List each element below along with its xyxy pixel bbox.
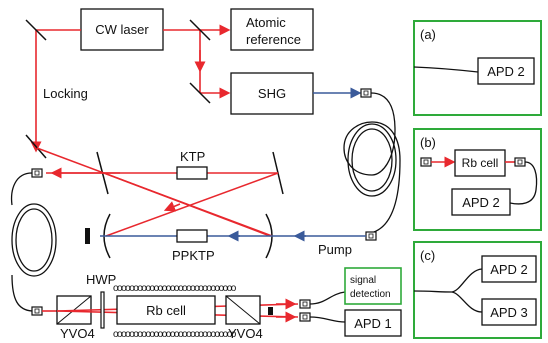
rb-cell-main xyxy=(116,295,216,325)
cavity-mirror-in xyxy=(25,134,47,159)
signal-detection-label-line1: signal xyxy=(350,275,376,286)
mirror-top-shg xyxy=(189,82,211,104)
mirror-top-mid xyxy=(189,19,211,41)
panel-b-apd2-label: APD 2 xyxy=(462,195,500,210)
panel-c-apd3-label: APD 3 xyxy=(490,305,528,320)
panel-b-apd2-box xyxy=(451,188,511,216)
hwp-label: HWP xyxy=(86,272,116,287)
atomic-reference-label-line1: Atomic xyxy=(246,15,286,30)
panel-c-apd2-box xyxy=(481,255,537,283)
panel-a-fiber xyxy=(413,66,479,73)
panel-b-label: (b) xyxy=(420,135,436,150)
cavity: KTP PPKTP xyxy=(25,134,284,263)
apd1-label: APD 1 xyxy=(354,316,392,331)
pump-fiber: Pump xyxy=(274,87,401,257)
left-fiber xyxy=(10,168,57,316)
rb-cell-main-label: Rb cell xyxy=(146,303,186,318)
signal-detection-box xyxy=(344,267,402,305)
cavity-beam-x-a xyxy=(103,172,271,237)
panel-a-apd2-label: APD 2 xyxy=(487,64,525,79)
pump-label: Pump xyxy=(318,242,352,257)
panel-c-fiber-top xyxy=(451,268,483,293)
ktp-label: KTP xyxy=(180,149,205,164)
coil-bottom: oooooooooooooooooooooooooooooo xyxy=(113,329,237,340)
panel-c-apd3-box xyxy=(481,298,537,326)
yvo4-left-label: YVO4 xyxy=(60,326,95,341)
panel-c: (c) APD 2 APD 3 xyxy=(413,241,542,339)
panel-a-apd2-box xyxy=(477,57,535,85)
apd1-box xyxy=(344,309,402,337)
hwp xyxy=(100,291,105,329)
locking-label: Locking xyxy=(43,86,88,101)
atomic-reference-label-line2: reference xyxy=(246,32,301,47)
panel-b-rb-cell xyxy=(454,149,506,177)
ktp-crystal xyxy=(176,166,208,180)
panel-b: (b) Rb cell APD 2 xyxy=(413,128,542,231)
fiber-loop-right xyxy=(343,92,401,233)
panel-b-rb-cell-label: Rb cell xyxy=(462,156,499,170)
beam-dump xyxy=(85,228,90,244)
beam-block-small xyxy=(268,307,273,315)
panel-c-fiber-in xyxy=(413,290,453,293)
ppktp-label: PPKTP xyxy=(172,248,215,263)
yvo4-right-label: YVO4 xyxy=(228,326,263,341)
bottom-path: HWP Rb cell oooooooooooooooooooooooooooo… xyxy=(42,267,402,341)
cw-laser-label: CW laser xyxy=(95,22,149,37)
coil-top: oooooooooooooooooooooooooooooo xyxy=(113,283,237,294)
cavity-beam-x-b xyxy=(105,172,279,237)
panel-a: (a) APD 2 xyxy=(413,20,542,116)
mirror-top-left xyxy=(25,19,47,41)
panel-c-label: (c) xyxy=(420,248,435,263)
panel-b-fiber xyxy=(509,161,538,205)
shg-box xyxy=(230,72,314,115)
atomic-reference-box xyxy=(230,8,314,51)
signal-detection-label-line2: detection xyxy=(350,289,391,300)
fiber-coil-right xyxy=(347,123,397,197)
panel-c-apd2-label: APD 2 xyxy=(490,262,528,277)
panel-a-label: (a) xyxy=(420,27,436,42)
shg-label: SHG xyxy=(258,86,286,101)
panel-c-fiber-bottom xyxy=(451,291,483,313)
laser-section: CW laser Atomic reference SHG Locking xyxy=(25,8,314,153)
fiber-coil-left xyxy=(11,203,57,277)
ppktp-crystal xyxy=(176,229,208,243)
